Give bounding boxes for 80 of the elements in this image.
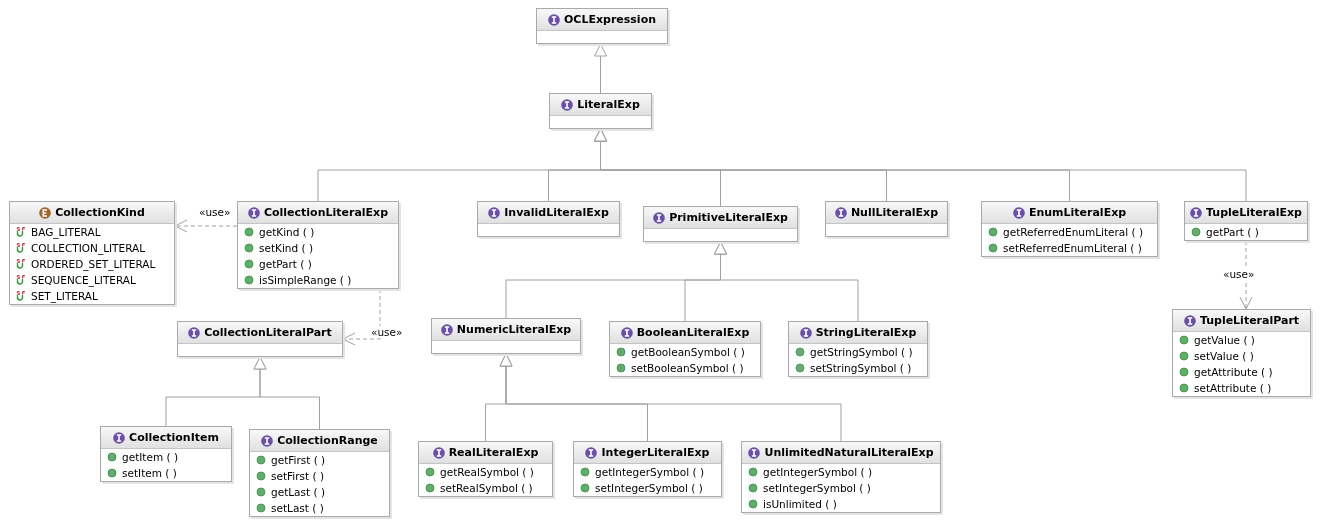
operation-name: setRealSymbol ( ) [440, 482, 533, 494]
edge-label: «use» [370, 326, 404, 338]
class-box [1172, 309, 1311, 397]
operation-name: getItem ( ) [122, 451, 178, 463]
class-name: NullLiteralExp [850, 206, 939, 219]
enum-literal: BAG_LITERAL [31, 226, 101, 238]
operation-name: setLast ( ) [271, 502, 324, 514]
class-name: RealLiteralExp [448, 446, 539, 459]
class-name: CollectionItem [129, 431, 219, 444]
class-name: BooleanLiteralExp [636, 326, 750, 339]
class-name: StringLiteralExp [815, 326, 917, 339]
operation-name: getIntegerSymbol ( ) [763, 466, 872, 478]
enum-literal: SET_LITERAL [31, 290, 98, 302]
class-name: CollectionLiteralExp [263, 206, 389, 219]
operation-name: getBooleanSymbol ( ) [631, 346, 745, 358]
operation-name: getPart ( ) [259, 258, 312, 270]
operation-name: getFirst ( ) [271, 454, 326, 466]
class-name: PrimitiveLiteralExp [669, 211, 788, 224]
operation-name: getRealSymbol ( ) [440, 466, 534, 478]
class-name: LiteralExp [577, 98, 640, 111]
operation-name: setFirst ( ) [271, 470, 324, 482]
operation-name: getKind ( ) [259, 226, 315, 238]
class-name: UnlimitedNaturalLiteralExp [764, 446, 934, 459]
class-name: NumericLiteralExp [456, 323, 572, 336]
class-box [100, 426, 232, 482]
class-name: EnumLiteralExp [1028, 206, 1127, 219]
operation-name: setAttribute ( ) [1194, 382, 1272, 394]
operation-name: setValue ( ) [1194, 350, 1254, 362]
operation-name: setKind ( ) [259, 242, 314, 254]
dependency-arrow [342, 288, 381, 346]
class-name: CollectionKind [55, 206, 145, 219]
enum-literal: ORDERED_SET_LITERAL [31, 258, 156, 270]
class-name: IntegerLiteralExp [601, 446, 710, 459]
class-box [549, 93, 652, 129]
operation-name: setIntegerSymbol ( ) [763, 482, 871, 494]
class-box [741, 441, 941, 513]
class-box [418, 441, 553, 497]
class-box [431, 318, 581, 354]
class-box [573, 441, 722, 497]
dependency-arrow [1239, 240, 1253, 310]
class-name: OCLExpression [563, 13, 657, 26]
class-name: InvalidLiteralExp [504, 206, 609, 219]
generalization-arrow [714, 241, 859, 322]
operation-name: getLast ( ) [271, 486, 325, 498]
class-box [536, 8, 668, 44]
generalization-arrow [594, 128, 1247, 202]
class-box [9, 201, 175, 305]
class-box [609, 321, 761, 377]
operation-name: setReferredEnumLiteral ( ) [1003, 242, 1142, 254]
class-name: CollectionRange [277, 434, 378, 447]
operation-name: setStringSymbol ( ) [810, 362, 912, 374]
class-box [177, 321, 343, 357]
operation-name: getStringSymbol ( ) [810, 346, 913, 358]
class-box [477, 201, 620, 237]
operation-name: getAttribute ( ) [1194, 366, 1273, 378]
operation-name: getIntegerSymbol ( ) [595, 466, 704, 478]
operation-name: setIntegerSymbol ( ) [595, 482, 703, 494]
class-box [643, 206, 798, 242]
operation-name: isUnlimited ( ) [763, 498, 837, 510]
class-name: TupleLiteralExp [1206, 206, 1302, 219]
operation-name: getPart ( ) [1206, 226, 1259, 238]
operation-name: isSimpleRange ( ) [259, 274, 352, 286]
enum-literal: COLLECTION_LITERAL [31, 242, 146, 254]
class-name: CollectionLiteralPart [204, 326, 332, 339]
class-box [981, 201, 1158, 257]
class-box [1184, 201, 1308, 241]
operation-name: setItem ( ) [122, 467, 177, 479]
generalization-arrow [594, 43, 607, 94]
operation-name: setBooleanSymbol ( ) [631, 362, 744, 374]
class-box [237, 201, 399, 289]
operation-name: getReferredEnumLiteral ( ) [1003, 226, 1144, 238]
class-box [788, 321, 928, 377]
class-name: TupleLiteralPart [1199, 314, 1300, 327]
dependency-arrow [174, 219, 238, 233]
class-box [825, 201, 948, 237]
generalization-arrow [253, 356, 320, 430]
edge-label: «use» [1222, 268, 1256, 280]
operation-name: getValue ( ) [1194, 334, 1255, 346]
class-box [249, 429, 390, 517]
enum-literal: SEQUENCE_LITERAL [31, 274, 136, 286]
